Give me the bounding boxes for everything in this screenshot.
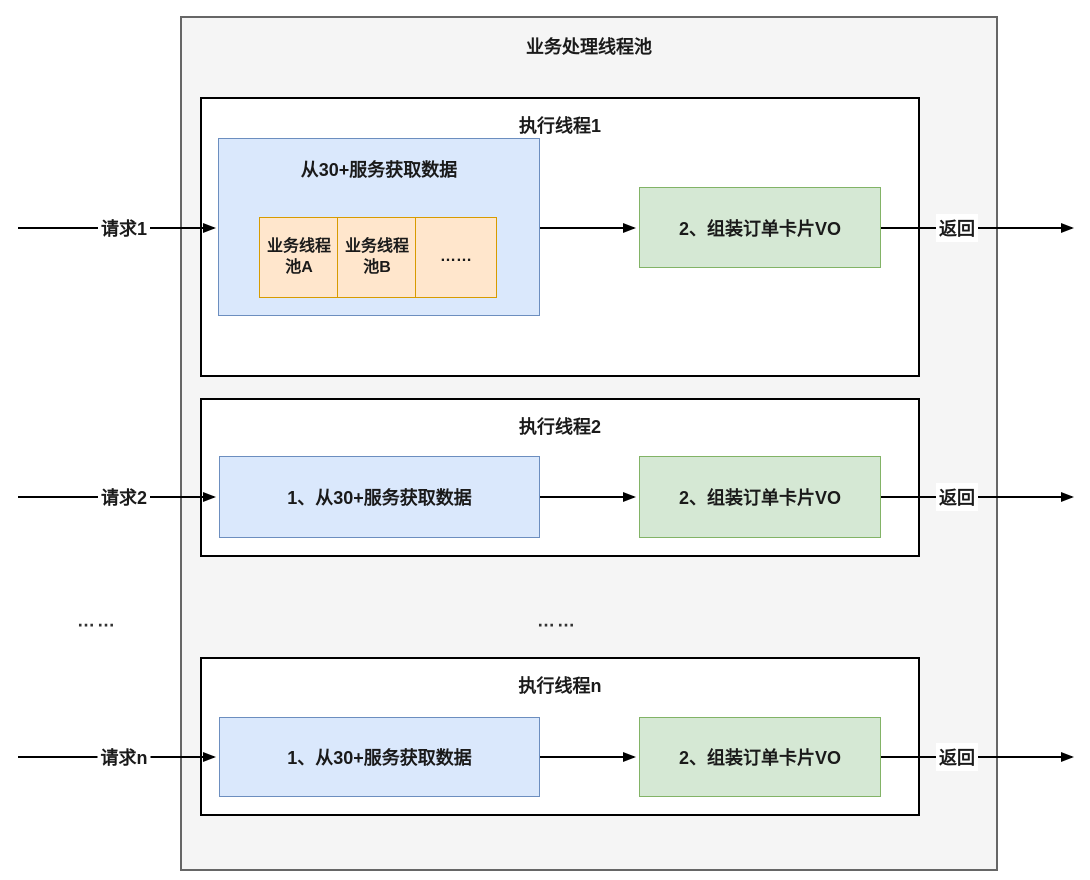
fetch-box-2-label: 1、从30+服务获取数据	[287, 488, 472, 508]
request-label-n: 请求n	[97, 743, 151, 771]
request-label-2: 请求2	[97, 483, 151, 511]
biz-pool-b: 业务线程池B	[337, 217, 417, 298]
fetch-box-2: 1、从30+服务获取数据	[219, 456, 540, 538]
thread-pool-title: 业务处理线程池	[526, 37, 652, 57]
ellipsis-middle: ……	[537, 610, 577, 631]
assemble-box-2-label: 2、组装订单卡片VO	[678, 488, 842, 508]
return-label-2: 返回	[936, 483, 978, 511]
fetch-box-n-label: 1、从30+服务获取数据	[287, 748, 472, 768]
biz-pool-ellipsis: ……	[415, 217, 497, 298]
fetch-box-1-label: 从30+服务获取数据	[300, 160, 458, 180]
biz-pool-a: 业务线程池A	[259, 217, 339, 298]
return-label-1: 返回	[936, 214, 978, 242]
request-label-1: 请求1	[97, 214, 151, 242]
ellipsis-left: ……	[77, 610, 117, 631]
assemble-box-n: 2、组装订单卡片VO	[639, 717, 881, 797]
thread-title-n: 执行线程n	[518, 676, 602, 696]
assemble-box-1-label: 2、组装订单卡片VO	[678, 218, 842, 239]
thread-title-1: 执行线程1	[518, 116, 601, 136]
return-label-n: 返回	[936, 743, 978, 771]
thread-title-2: 执行线程2	[518, 417, 601, 437]
fetch-box-n: 1、从30+服务获取数据	[219, 717, 540, 797]
assemble-box-n-label: 2、组装订单卡片VO	[678, 748, 842, 768]
assemble-box-1: 2、组装订单卡片VO	[639, 187, 881, 268]
assemble-box-2: 2、组装订单卡片VO	[639, 456, 881, 538]
